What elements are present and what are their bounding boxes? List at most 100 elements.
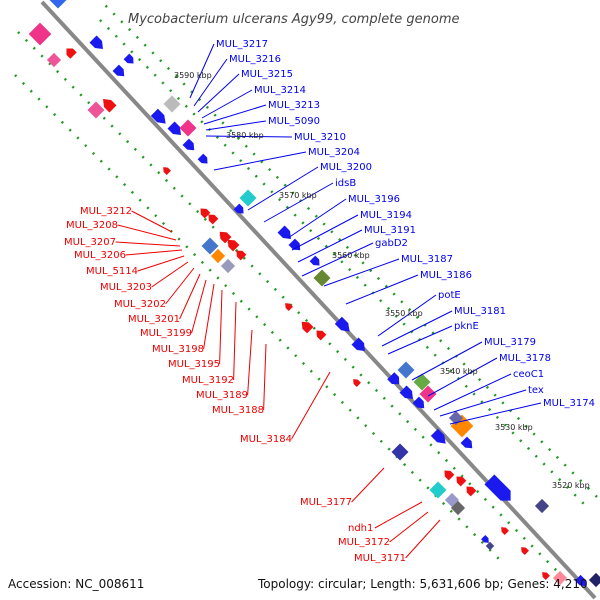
- reverse-leader-line: [263, 343, 267, 411]
- reverse-leader-line: [405, 519, 441, 559]
- forward-leader-line: [205, 135, 293, 138]
- feature-box: [49, 0, 67, 9]
- forward-leader-line: [197, 73, 240, 113]
- reverse-leader-line: [374, 501, 423, 529]
- forward-gene-label: MUL_3196: [348, 194, 400, 205]
- feature-box: [87, 101, 105, 119]
- forward-leader-line: [377, 294, 437, 337]
- forward-gene-label: MUL_3178: [499, 353, 551, 364]
- forward-leader-line: [301, 242, 374, 277]
- forward-gene-label: MUL_3174: [543, 398, 595, 409]
- reverse-leader-line: [125, 249, 183, 256]
- forward-gene-arrow: [288, 238, 301, 251]
- forward-gene-arrow: [167, 121, 181, 135]
- forward-gene-arrow: [351, 337, 365, 351]
- forward-leader-line: [287, 198, 347, 239]
- forward-gene-arrow: [574, 574, 587, 587]
- forward-leader-line: [263, 182, 334, 223]
- forward-gene-label: MUL_3214: [254, 85, 306, 96]
- reverse-gene-arrow: [316, 330, 327, 341]
- reverse-leader-line: [131, 210, 173, 233]
- reverse-gene-arrow: [444, 470, 455, 481]
- feature-box: [534, 498, 550, 514]
- reverse-gene-arrow: [501, 527, 509, 535]
- tick-label: 3590 kbp: [174, 71, 212, 80]
- tick-label: 3570 kbp: [279, 191, 317, 200]
- reverse-leader-line: [247, 329, 253, 396]
- reverse-gene-arrow: [301, 321, 314, 334]
- reverse-gene-label: MUL_3184: [240, 434, 292, 445]
- forward-gene-label: MUL_3213: [268, 100, 320, 111]
- reverse-gene-arrow: [466, 486, 477, 497]
- forward-gene-label: MUL_3215: [241, 69, 293, 80]
- reverse-gene-label: MUL_3206: [74, 250, 126, 261]
- accession-text: Accession: NC_008611: [8, 577, 144, 591]
- forward-gene-label: MUL_3217: [216, 39, 268, 50]
- forward-gene-arrow: [334, 316, 350, 332]
- forward-gene-label: MUL_5090: [268, 116, 320, 127]
- forward-leader-line: [411, 341, 483, 381]
- reverse-gene-label: MUL_5114: [86, 266, 138, 277]
- forward-gene-arrow: [197, 153, 208, 164]
- forward-gene-arrow: [309, 255, 320, 266]
- feature-box: [239, 189, 257, 207]
- forward-leader-line: [439, 389, 527, 417]
- reverse-leader-line: [219, 289, 223, 365]
- forward-gene-arrow: [182, 138, 195, 151]
- reverse-gene-arrow: [66, 48, 77, 59]
- forward-gene-arrow: [387, 372, 400, 385]
- forward-gene-label: MUL_3181: [454, 306, 506, 317]
- forward-gene-arrow: [150, 108, 166, 124]
- tick-label: 3530 kbp: [495, 423, 533, 432]
- reverse-leader-line: [179, 273, 201, 320]
- leader-lines: [115, 43, 542, 559]
- forward-leader-line: [291, 214, 359, 251]
- forward-gene-label: MUL_3216: [229, 54, 281, 65]
- reverse-gene-label: MUL_3189: [196, 390, 248, 401]
- forward-leader-line: [203, 104, 267, 125]
- forward-gene-label: MUL_3179: [484, 337, 536, 348]
- forward-gene-arrow: [484, 474, 511, 501]
- forward-gene-arrow: [481, 535, 489, 543]
- feature-box: [28, 22, 52, 46]
- forward-gene-label: pknE: [454, 321, 479, 332]
- forward-leader-line: [205, 120, 267, 131]
- forward-gene-label: MUL_3200: [320, 162, 372, 173]
- reverse-gene-label: MUL_3177: [300, 497, 352, 508]
- reverse-gene-label: MUL_3199: [140, 328, 192, 339]
- feature-box: [588, 572, 600, 588]
- forward-gene-label: ceoC1: [513, 369, 544, 380]
- forward-gene-arrow: [233, 203, 244, 214]
- reverse-leader-line: [165, 267, 195, 305]
- reverse-gene-arrow: [456, 476, 467, 487]
- reverse-gene-arrow: [542, 572, 550, 580]
- forward-gene-label: potE: [438, 290, 461, 301]
- reverse-leader-line: [115, 241, 181, 247]
- reverse-gene-label: MUL_3207: [64, 237, 116, 248]
- forward-gene-label: MUL_3204: [308, 147, 360, 158]
- reverse-leader-line: [137, 255, 185, 272]
- forward-gene-label: tex: [528, 385, 544, 396]
- reverse-gene-arrow: [285, 303, 293, 311]
- forward-gene-arrow: [460, 436, 473, 449]
- reverse-gene-arrow: [236, 250, 247, 261]
- forward-leader-line: [427, 357, 498, 397]
- forward-leader-line: [213, 151, 307, 171]
- gene-labels: MUL_3217MUL_3216MUL_3215MUL_3214MUL_3213…: [64, 39, 595, 564]
- tick-label: 3560 kbp: [332, 251, 370, 260]
- inner-track-right: [99, 19, 591, 511]
- outer-track-left: [17, 31, 561, 575]
- reverse-leader-line: [191, 279, 207, 334]
- reverse-gene-label: MUL_3171: [354, 553, 406, 564]
- forward-gene-label: idsB: [335, 178, 356, 189]
- reverse-gene-label: MUL_3195: [168, 359, 220, 370]
- reverse-gene-label: MUL_3192: [182, 375, 234, 386]
- forward-gene-arrow: [412, 396, 425, 409]
- reverse-gene-arrow: [227, 239, 240, 252]
- reverse-leader-line: [233, 301, 237, 381]
- tick-label: 3550 kbp: [385, 309, 423, 318]
- forward-leader-line: [201, 89, 253, 119]
- feature-box: [429, 481, 447, 499]
- forward-gene-arrow: [399, 385, 413, 399]
